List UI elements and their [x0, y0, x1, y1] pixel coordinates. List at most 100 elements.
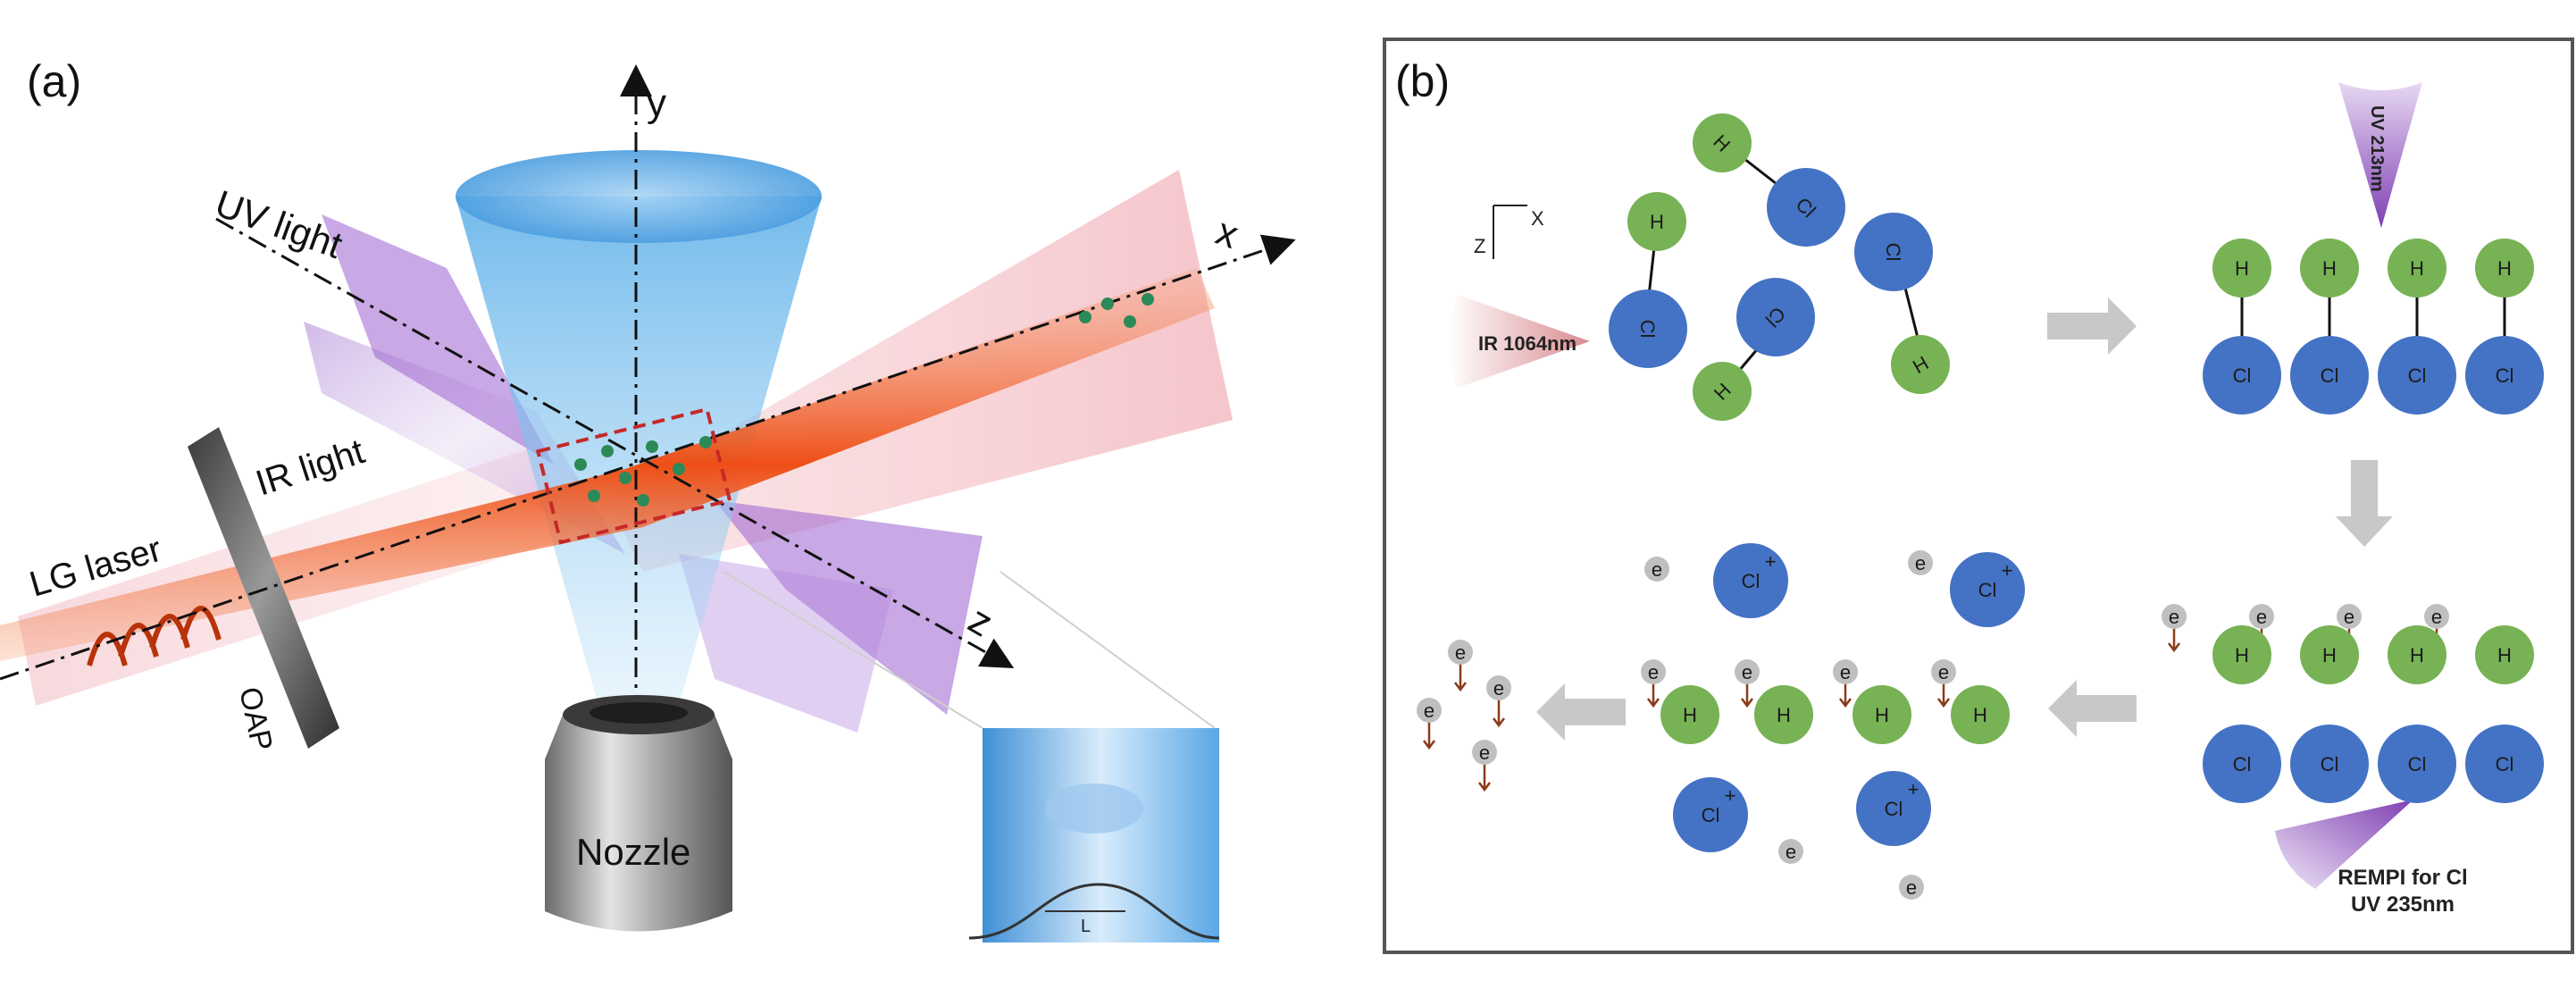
axis-y-label: y [647, 81, 666, 125]
spin-arrow-head [1493, 717, 1505, 728]
ion-charge: + [1908, 778, 1919, 800]
inset-mark: L [1081, 917, 1091, 936]
spin-arrow-head [1741, 698, 1753, 708]
chlorine-atom-shape [2290, 725, 2369, 803]
chlorine-atom: Cl [2465, 336, 2544, 415]
hydrogen-atom: H [2475, 625, 2534, 684]
chlorine-ion: Cl+ [1856, 771, 1931, 846]
electron: e [2337, 604, 2362, 629]
spin-arrow-head [1478, 782, 1491, 792]
electron: e [2424, 604, 2449, 629]
electron: e [1899, 875, 1924, 900]
chlorine-ion: Cl+ [1713, 543, 1788, 618]
electron-label: e [1915, 552, 1926, 574]
hydrogen-atom-label: H [2410, 644, 2424, 666]
chlorine-atom-label: Cl [2408, 364, 2427, 387]
hydrogen-atom-shape [2212, 239, 2271, 297]
electron-label: e [2169, 606, 2179, 628]
panel-b: (b) X Z IR 1064nm UV 213nm REMPI for Cl … [1383, 38, 2574, 954]
ion-charge: + [2002, 559, 2013, 582]
coord-x-label: X [1531, 207, 1544, 230]
atom-layer: ClHHClHClClHHClHClHClHClHCleHCleHCleHCle… [1417, 113, 2544, 900]
electron-shape [2424, 604, 2449, 629]
molecular-beam-cone [456, 150, 822, 706]
chlorine-atom-label: Cl [2496, 753, 2514, 775]
electron: e [2249, 604, 2274, 629]
electron: e [1417, 698, 1442, 723]
hydrogen-atom-label: H [2497, 257, 2512, 280]
hydrogen-atom: H [2212, 625, 2271, 684]
svg-text:IR 1064nm: IR 1064nm [1478, 332, 1577, 355]
panel-a-label: (a) [27, 56, 81, 106]
hydrogen-atom-shape [1891, 335, 1950, 394]
chlorine-ion-label: Cl [1978, 579, 1997, 601]
electron-shape [1644, 557, 1669, 582]
coordinate-indicator [1493, 205, 1527, 259]
hydrogen-atom: H [1951, 685, 2010, 744]
chlorine-atom-shape [2290, 336, 2369, 415]
hydrogen-atom-shape [1660, 685, 1719, 744]
chlorine-atom-shape [2203, 725, 2281, 803]
hydrogen-atom-label: H [1650, 211, 1664, 233]
electron-shape [2249, 604, 2274, 629]
ir-light-label: IR light [251, 431, 369, 503]
chlorine-ion-label: Cl [1702, 804, 1720, 826]
electron-label: e [1906, 876, 1917, 899]
chlorine-atom: Cl [2203, 725, 2281, 803]
chlorine-atom-shape [1767, 168, 1845, 247]
spin-arrow-head [1454, 682, 1467, 692]
spin-arrow-head [1937, 698, 1950, 708]
chlorine-ion-label: Cl [1742, 570, 1761, 592]
rempi-line1: REMPI for Cl [2338, 866, 2467, 890]
hydrogen-atom: H [1853, 685, 1911, 744]
uv-light-label: UV light [210, 182, 348, 267]
electron-label: e [1648, 661, 1659, 683]
electron-shape [2337, 604, 2362, 629]
chlorine-atom-shape [2378, 336, 2456, 415]
hydrogen-atom-shape [2300, 239, 2359, 297]
hydrogen-atom: H [1693, 113, 1752, 172]
hydrogen-atom-shape [2300, 625, 2359, 684]
electron-shape [1899, 875, 1924, 900]
hydrogen-atom: H [1660, 685, 1719, 744]
nozzle-label: Nozzle [576, 831, 690, 873]
electron-shape [1931, 659, 1956, 684]
electron-shape [1735, 659, 1760, 684]
axes [0, 64, 1296, 902]
hydrogen-atom-shape [2388, 625, 2446, 684]
hydrogen-atom: H [2300, 239, 2359, 297]
chlorine-atom-shape [1609, 289, 1687, 368]
spin-arrow-head [1423, 740, 1435, 750]
hydrogen-atom-shape [2388, 239, 2446, 297]
spin-arrow-head [2168, 642, 2180, 653]
hydrogen-atom-shape [1853, 685, 1911, 744]
process-arrow-down [2336, 460, 2393, 547]
chlorine-atom-shape [1736, 278, 1815, 356]
hydrogen-atom: H [1754, 685, 1813, 744]
electron: e [1644, 557, 1669, 582]
hydrogen-atom: H [2475, 239, 2534, 297]
panel-a: L (a) y x z UV light IR light LG laser O… [0, 56, 1296, 943]
process-arrow-right [2047, 297, 2137, 355]
electron: e [1931, 659, 1956, 684]
electron-shape [1908, 550, 1933, 575]
lg-laser-beam [0, 268, 1215, 666]
axis-x-label: x [1210, 209, 1243, 257]
chlorine-atom-label: Cl [1636, 320, 1659, 339]
chlorine-atom: Cl [2378, 336, 2456, 415]
electron-label: e [2256, 606, 2267, 628]
hydrogen-atom-shape [2212, 625, 2271, 684]
chlorine-atom-label: Cl [2233, 364, 2252, 387]
electron-label: e [2431, 606, 2442, 628]
electron-label: e [2344, 606, 2354, 628]
electron: e [1641, 659, 1666, 684]
electron: e [1735, 659, 1760, 684]
hydrogen-atom-label: H [1875, 704, 1889, 726]
process-arrow-left-1 [2048, 680, 2137, 737]
chlorine-atom: Cl [1736, 278, 1815, 356]
svg-text:UV 213nm: UV 213nm [2367, 105, 2387, 192]
electron: e [1908, 550, 1933, 575]
uv-213-pulse: UV 213nm [2338, 82, 2422, 228]
electron: e [1833, 659, 1858, 684]
electron-label: e [1455, 641, 1466, 664]
